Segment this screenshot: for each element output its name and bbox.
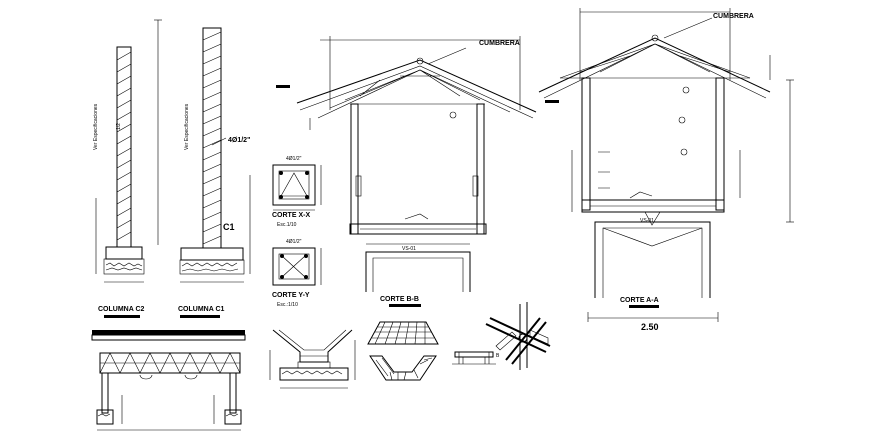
section-bb-drawing: VS-01	[276, 36, 537, 292]
section-aa-title: CORTE A-A	[620, 297, 659, 304]
small-bench-detail: B	[452, 351, 500, 365]
section-yy-scale: Esc.:1/10	[277, 302, 298, 308]
footing-detail	[269, 329, 356, 389]
section-yy-drawing	[272, 247, 322, 286]
ridge-label-aa: CUMBRERA	[713, 13, 754, 20]
section-bb-title-underline	[389, 304, 421, 307]
rebar-note: 4Ø1/2"	[228, 137, 250, 144]
section-bb-title: CORTE B-B	[380, 296, 419, 303]
svg-text:VS-01: VS-01	[640, 218, 654, 224]
section-yy-rebar: 4Ø1/2"	[286, 239, 302, 245]
section-aa-drawing: VS-01	[538, 8, 794, 322]
section-xx-rebar: 4Ø1/2"	[286, 156, 302, 162]
column-tag: C1	[223, 222, 235, 232]
shelter-side-elevation	[91, 330, 246, 431]
column-c2-title-underline	[104, 315, 140, 318]
column-c1-title-underline	[180, 315, 220, 318]
column-c1-title: COLUMNA C1	[178, 306, 225, 313]
section-aa-title-underline	[629, 305, 659, 308]
section-xx-title: CORTE X-X	[272, 212, 310, 219]
bench-mesh-detail	[367, 321, 439, 381]
column-c2-elevation: 1/2 Ver Especificaciones	[93, 46, 145, 283]
ridge-label-bb: CUMBRERA	[479, 40, 520, 47]
svg-text:B: B	[496, 353, 500, 359]
column-c1-elevation: Ver Especificaciones	[154, 19, 251, 283]
svg-text:VS-01: VS-01	[402, 246, 416, 252]
column-c2-title: COLUMNA C2	[98, 306, 145, 313]
svg-text:Ver Especificaciones: Ver Especificaciones	[184, 103, 190, 150]
section-yy-title: CORTE Y-Y	[272, 292, 310, 299]
section-aa-width: 2.50	[641, 322, 659, 332]
section-xx-drawing	[272, 164, 322, 211]
svg-text:1/2: 1/2	[116, 123, 122, 130]
svg-text:Ver Especificaciones: Ver Especificaciones	[93, 103, 99, 150]
section-xx-scale: Esc.1/10	[277, 222, 297, 228]
roof-joint-isometric	[485, 302, 551, 370]
